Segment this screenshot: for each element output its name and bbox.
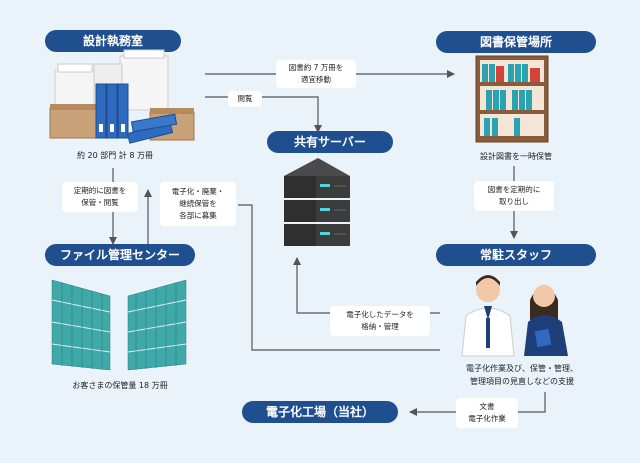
node-digitize-factory: 電子化工場（当社） [242, 401, 398, 423]
node-shared-server: 共有サーバー [267, 131, 393, 153]
caption-design-office: 約 20 部門 計 8 万冊 [77, 151, 153, 160]
node-resident-staff: 常駐スタッフ [436, 244, 596, 266]
caption-staff: 電子化作業及び、保管・管理、 管理項目の見直しなどの支援 [466, 364, 578, 386]
label-browse: 閲覧 [228, 91, 262, 107]
label-move: 図書約 7 万冊を 適宜移動 [276, 60, 356, 88]
label-periodic-storage: 定期的に図書を 保管・閲覧 [62, 182, 138, 212]
label-recruit: 電子化・廃棄・ 継続保管を 各部に募集 [160, 182, 236, 226]
node-design-office: 設計執務室 [45, 30, 181, 52]
line-staff-to-recruit [238, 204, 440, 351]
label-digitize-work: 文書 電子化作業 [456, 398, 518, 428]
arrow-staff-to-factory [409, 392, 546, 416]
caption-file-center: お客さまの保管量 18 万冊 [72, 381, 168, 390]
node-file-center: ファイル管理センター [45, 244, 195, 266]
caption-archive: 設計図書を一時保管 [480, 152, 552, 161]
node-archive: 図書保管場所 [436, 31, 596, 53]
label-store-manage: 電子化したデータを 格納・管理 [330, 306, 430, 336]
label-take-out: 図書を定期的に 取り出し [474, 181, 554, 211]
